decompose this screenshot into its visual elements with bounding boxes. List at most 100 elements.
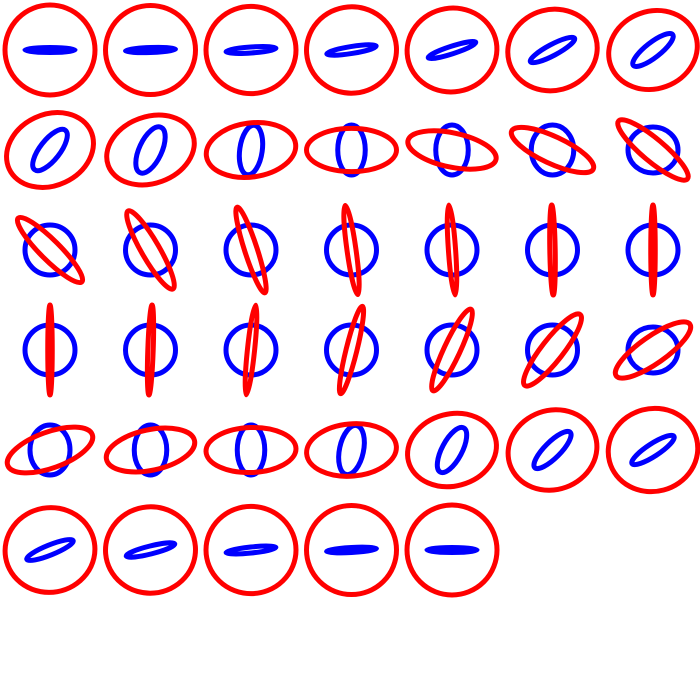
outer-ellipse (404, 5, 500, 95)
outer-ellipse (45, 302, 55, 398)
inner-ellipse (123, 540, 178, 560)
inner-ellipse (434, 424, 470, 476)
outer-ellipse (605, 405, 700, 495)
outer-ellipse (615, 117, 691, 183)
outer-ellipse (2, 2, 98, 98)
ellipse-pair-cell (223, 204, 279, 296)
ellipse-pair-cell (424, 306, 480, 394)
outer-ellipse (144, 302, 157, 398)
inner-ellipse (131, 422, 170, 478)
outer-ellipse (505, 6, 600, 94)
ellipse-pair-cell (424, 202, 480, 298)
inner-ellipse (527, 34, 578, 66)
ellipse-pair-cell (521, 311, 584, 389)
outer-ellipse (336, 303, 367, 397)
inner-ellipse (630, 31, 676, 69)
ellipse-pair-cell (404, 5, 500, 95)
ellipse-pair-cell (324, 202, 379, 298)
inner-ellipse (22, 45, 78, 55)
outer-ellipse (14, 214, 86, 286)
inner-ellipse (223, 543, 279, 557)
ellipse-pair-cell (14, 214, 86, 286)
ellipse-pair-cell (405, 122, 499, 178)
ellipse-pair-cell (203, 422, 299, 478)
inner-ellipse (30, 126, 70, 174)
outer-ellipse (124, 208, 177, 292)
outer-ellipse (103, 2, 198, 98)
ellipse-pair-cell (525, 202, 580, 298)
outer-ellipse (304, 502, 399, 598)
outer-ellipse (612, 319, 694, 381)
outer-ellipse (233, 204, 269, 296)
outer-ellipse (405, 410, 499, 490)
ellipse-pair-cell (4, 422, 96, 478)
inner-ellipse (123, 222, 178, 278)
outer-ellipse (341, 202, 362, 298)
ellipse-pair-cell (612, 319, 694, 381)
outer-ellipse (2, 505, 98, 595)
outer-ellipse (304, 4, 399, 96)
ellipse-pair-cell (103, 2, 198, 98)
outer-ellipse (203, 424, 299, 476)
inner-ellipse (133, 124, 168, 176)
outer-ellipse (4, 110, 96, 190)
outer-ellipse (505, 407, 600, 493)
outer-ellipse (521, 311, 584, 389)
ellipse-pair-cell (2, 2, 98, 98)
outer-ellipse (4, 424, 96, 476)
inner-ellipse (123, 44, 178, 56)
outer-ellipse (405, 128, 499, 172)
outer-ellipse (606, 8, 700, 92)
outer-ellipse (242, 302, 260, 398)
inner-ellipse (324, 544, 379, 556)
inner-ellipse (22, 222, 78, 278)
inner-ellipse (625, 124, 681, 176)
ellipse-pair-cell (615, 117, 691, 183)
ellipse-pair-cell (606, 8, 700, 92)
ellipse-pair-cell (223, 302, 279, 398)
inner-ellipse (531, 428, 574, 472)
inner-ellipse (236, 122, 266, 178)
ellipse-pair-cell (404, 502, 500, 598)
ellipse-pair-cell (625, 202, 681, 298)
ellipse-pair-cell (103, 422, 198, 478)
ellipse-pair-cell (508, 122, 597, 178)
outer-ellipse (203, 3, 299, 97)
inner-ellipse (525, 322, 580, 378)
ellipse-pair-cell (104, 112, 197, 188)
outer-ellipse (547, 202, 558, 298)
inner-ellipse (425, 38, 479, 62)
ellipse-pair-cell (405, 410, 499, 490)
ellipse-pair-cell (123, 302, 178, 398)
ellipse-pair-cell (304, 502, 399, 598)
ellipse-pair-cell (4, 110, 96, 190)
ellipse-pair-cell (2, 505, 98, 595)
inner-ellipse (424, 545, 480, 555)
outer-ellipse (304, 421, 399, 479)
ellipse-pair-cell (505, 6, 600, 94)
outer-ellipse (429, 306, 475, 394)
inner-ellipse (335, 122, 368, 178)
inner-ellipse (324, 42, 379, 58)
ellipse-pair-cell (123, 208, 178, 292)
outer-ellipse (203, 120, 299, 180)
inner-ellipse (24, 537, 76, 563)
inner-ellipse (629, 432, 677, 468)
ellipse-pair-cell (605, 405, 700, 495)
ellipse-pair-cell (304, 4, 399, 96)
outer-ellipse (508, 124, 597, 176)
ellipse-pair-cell (203, 503, 299, 597)
inner-ellipse (433, 122, 471, 178)
outer-ellipse (103, 425, 198, 475)
ellipse-pair-cell (324, 303, 379, 397)
ellipse-pair-cell (203, 120, 299, 180)
ellipse-pair-cell (304, 122, 399, 178)
inner-ellipse (223, 44, 279, 56)
outer-ellipse (444, 202, 460, 298)
ellipse-pair-cell (203, 3, 299, 97)
inner-ellipse (528, 122, 577, 178)
outer-ellipse (304, 125, 399, 175)
ellipse-pair-cell (505, 407, 600, 493)
outer-ellipse (104, 112, 197, 188)
